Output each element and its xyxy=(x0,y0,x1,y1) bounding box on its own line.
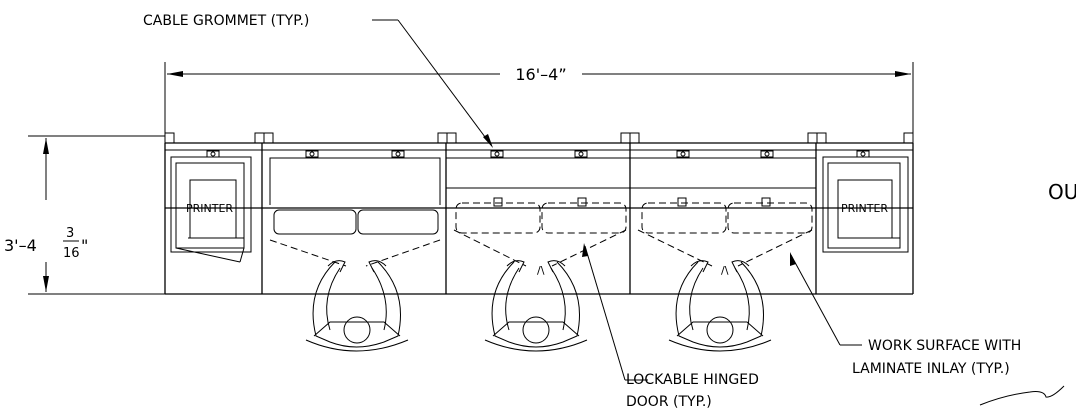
cable-grommet-callout: CABLE GROMMET (TYP.) xyxy=(143,13,493,148)
overall-width-dimension: 16'–4” xyxy=(164,62,914,136)
printer-right: PRINTER xyxy=(822,156,909,253)
operator-1 xyxy=(305,260,409,352)
console-outline xyxy=(164,132,914,295)
grommet xyxy=(206,150,220,158)
depth-inch-mark: " xyxy=(81,236,88,255)
printer-right-label: PRINTER xyxy=(841,202,888,215)
lockable-door-label-line2: DOOR (TYP.) xyxy=(626,394,712,410)
cut-off-text: OU xyxy=(1048,180,1076,204)
grommet xyxy=(574,150,588,158)
hinged-doors: /\ /\ xyxy=(269,229,813,277)
grommet xyxy=(676,150,690,158)
break-line xyxy=(979,385,1065,406)
lockable-door-label-line1: LOCKABLE HINGED xyxy=(626,372,759,388)
work-surface-label-line1: WORK SURFACE WITH xyxy=(868,338,1021,354)
cable-grommets xyxy=(206,150,870,158)
printer-left-label: PRINTER xyxy=(186,202,233,215)
grommet xyxy=(490,150,504,158)
lockable-door-callout: LOCKABLE HINGED DOOR (TYP.) xyxy=(582,243,759,410)
work-surface-callout: WORK SURFACE WITH LAMINATE INLAY (TYP.) xyxy=(790,252,1021,377)
depth-label: 3'–4 xyxy=(4,236,37,255)
depth-dimension: 3'–4 3 16 " xyxy=(4,135,165,295)
hinge-mark: /\ xyxy=(537,264,545,277)
grommet xyxy=(391,150,405,158)
keyboards xyxy=(273,197,813,235)
grommet xyxy=(760,150,774,158)
overall-width-label: 16'–4” xyxy=(515,65,566,84)
depth-fraction-denominator: 16 xyxy=(63,246,80,261)
work-surface-label-line2: LAMINATE INLAY (TYP.) xyxy=(852,361,1010,377)
grommet xyxy=(305,150,319,158)
cable-grommet-label: CABLE GROMMET (TYP.) xyxy=(143,13,309,29)
grommet xyxy=(856,150,870,158)
operator-3 xyxy=(668,260,772,352)
operator-2 xyxy=(484,260,588,352)
printer-left: PRINTER xyxy=(170,156,252,263)
hinge-mark: /\ xyxy=(721,264,729,277)
depth-fraction-numerator: 3 xyxy=(66,226,74,241)
operators xyxy=(305,260,772,352)
